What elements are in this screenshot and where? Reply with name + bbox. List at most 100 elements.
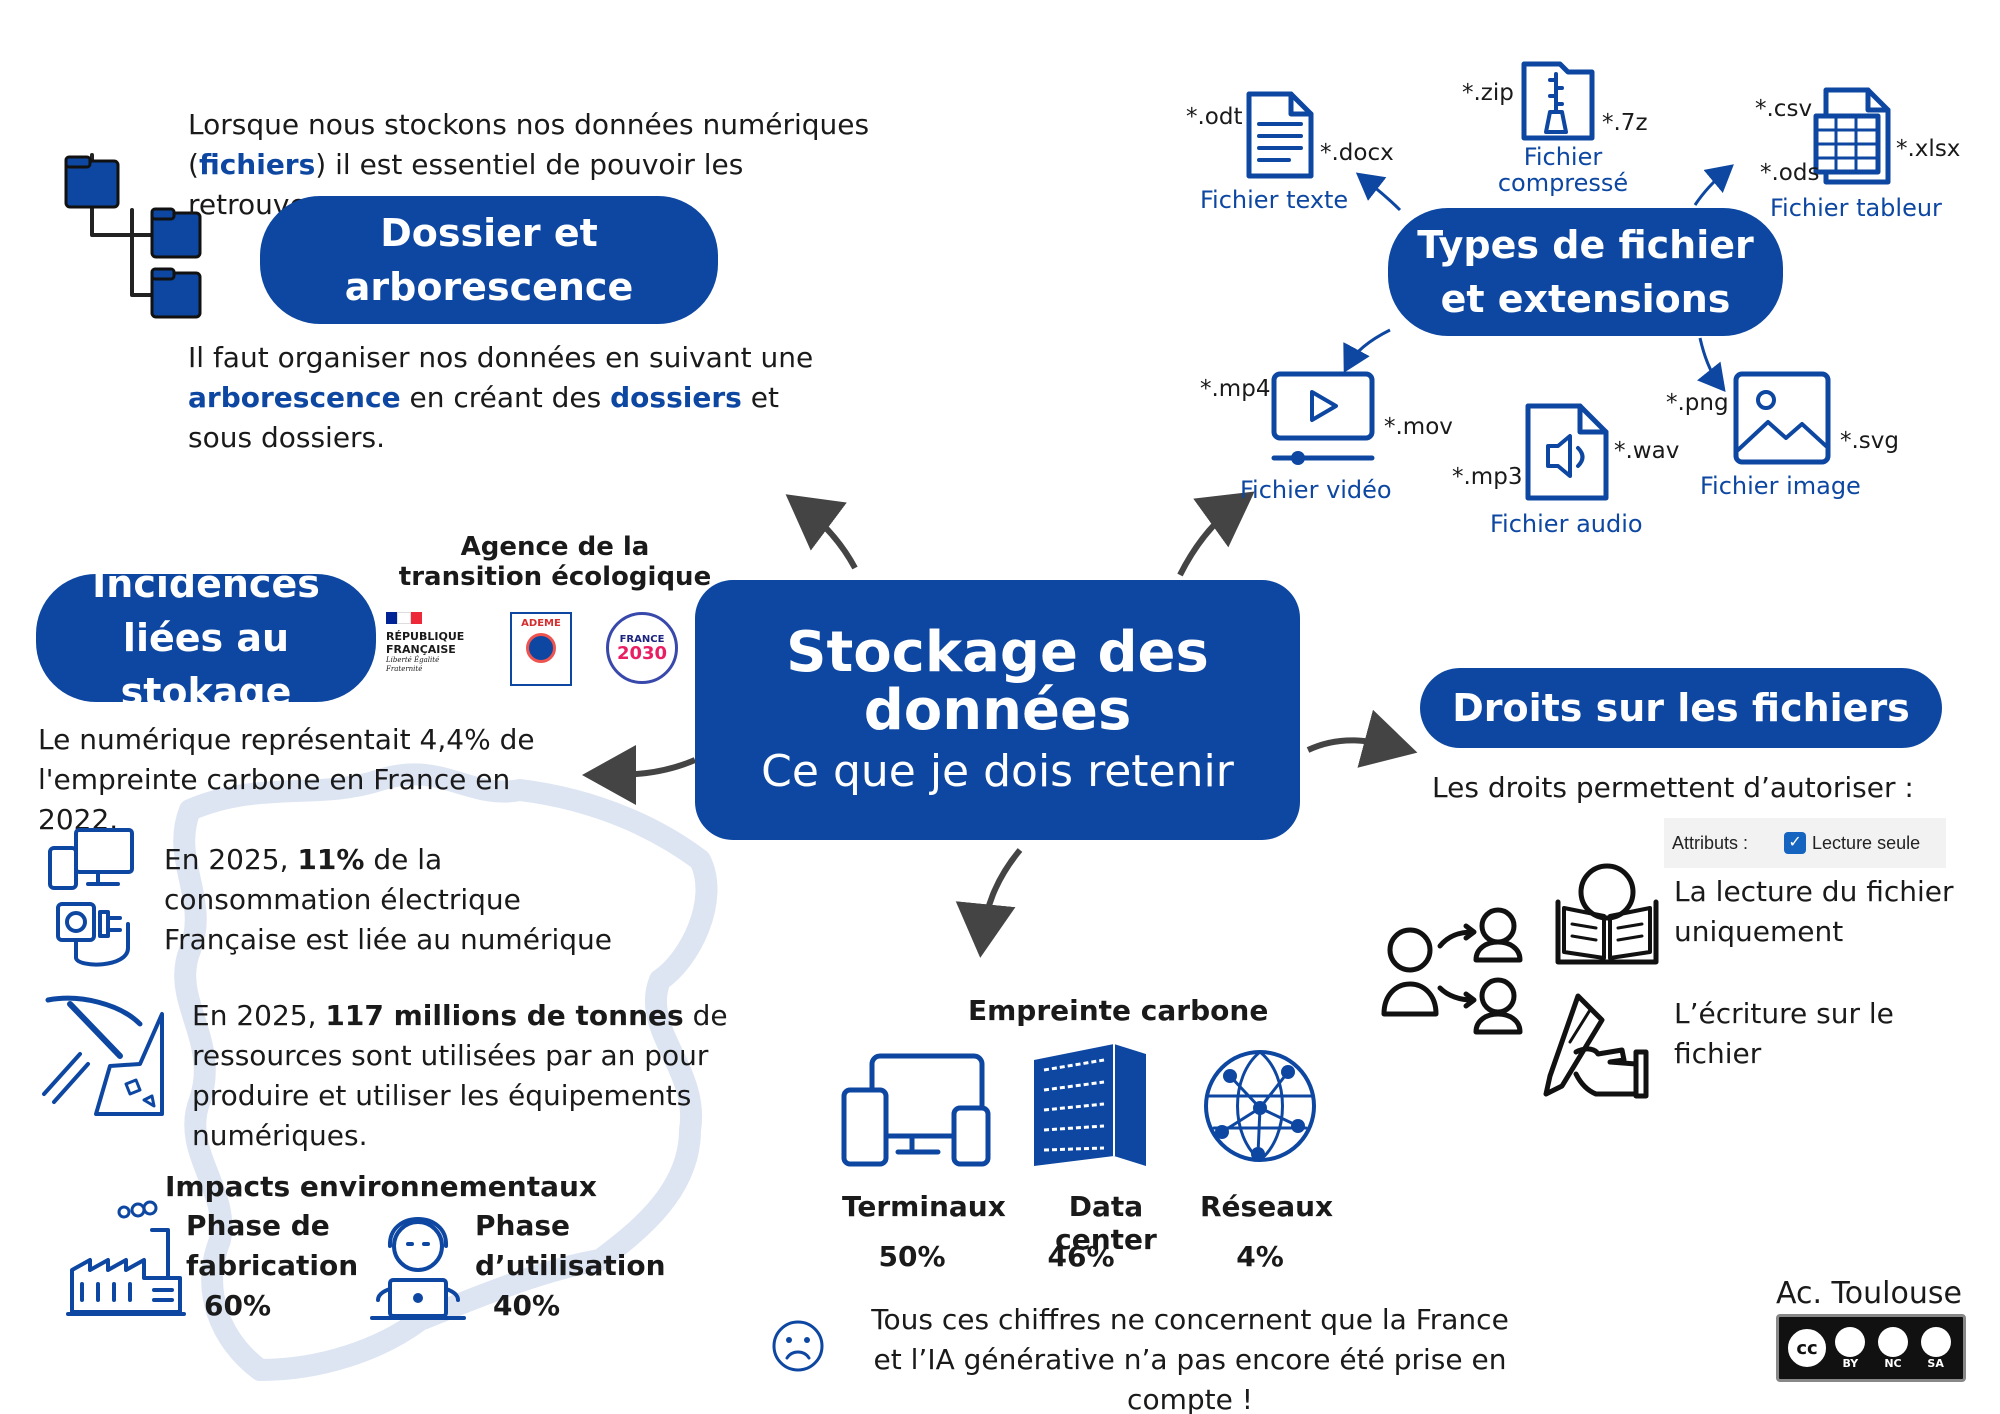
data-center-icon (1034, 1044, 1146, 1166)
checkbox-lecture-seule[interactable]: ✓ (1784, 832, 1807, 854)
mining-pickaxe-icon (42, 995, 164, 1116)
ext-wav: *.wav (1614, 438, 1680, 464)
empreinte-value-reseaux: 4% (1236, 1240, 1284, 1273)
cc-sa: SA (1927, 1356, 1944, 1370)
ext-docx: *.docx (1320, 140, 1394, 166)
dossier-intro: Lorsque nous stockons nos données numéri… (188, 105, 888, 225)
folder-tree-icon (64, 153, 202, 319)
factory-icon (66, 1200, 186, 1316)
droits-ecriture: L’écriture sur le fichier (1674, 997, 1894, 1070)
ext-svg: *.svg (1840, 428, 1900, 454)
ademe-logo: ADEME (510, 612, 572, 686)
label-fichier-tableur: Fichier tableur (1770, 194, 1942, 222)
ressources-a: En 2025, (192, 999, 326, 1032)
empreinte-2022-text: Le numérique représentait 4,4% de l'empr… (38, 723, 535, 836)
terminals-icon (841, 1053, 991, 1167)
france-2030-logo: FRANCE 2030 (606, 612, 678, 684)
empreinte-label-reseaux: Réseaux (1200, 1190, 1334, 1223)
rf-line1: RÉPUBLIQUE (386, 630, 465, 643)
fabrication-l2: fabrication (186, 1249, 359, 1282)
text-file-icon (1246, 91, 1314, 179)
dossier-p3: en créant des (400, 381, 611, 414)
reading-book-icon (1555, 863, 1659, 965)
empreinte-value-terminaux: 50% (878, 1240, 946, 1273)
dossier-arborescence: arborescence (188, 381, 401, 414)
note-line2: et l’IA générative n’a pas encore été pr… (873, 1343, 1507, 1414)
ressources-c: de ressources sont utilisées par an pour… (192, 999, 728, 1152)
conso-pct: 11% (297, 843, 365, 876)
republique-francaise-logo: RÉPUBLIQUE FRANÇAISE Liberté Égalité Fra… (386, 612, 481, 692)
sad-face-icon (772, 1320, 824, 1372)
conso-a: En 2025, (164, 843, 298, 876)
footer-author: Ac. Toulouse (1776, 1276, 1962, 1311)
center-title: Stockage des données (786, 619, 1209, 743)
center-title-box: Stockage des données Ce que je dois rete… (695, 580, 1300, 840)
cc-license-badge: cc BY NC SA (1776, 1314, 1966, 1382)
video-file-icon (1271, 371, 1375, 465)
droits-lecture: La lecture du fichier uniquement (1674, 875, 1954, 948)
fabrication-pct: 60% (204, 1289, 272, 1322)
dossier-title: Dossier et arborescence (260, 196, 718, 324)
dossier-intro-a: Lorsque nous stockons nos données numéri… (188, 108, 870, 181)
label-fichier-image: Fichier image (1700, 472, 1861, 500)
conso-text: En 2025, 11% de la consommation électriq… (164, 840, 644, 960)
fabrication-label: Phase de fabrication 60% (186, 1206, 358, 1326)
cc-nc-icon (1877, 1326, 1908, 1357)
cc-sa-icon (1920, 1326, 1951, 1357)
types-title: Types de fichier et extensions (1388, 208, 1783, 336)
ressources-text: En 2025, 117 millions de tonnes de resso… (192, 996, 832, 1156)
ext-mp3: *.mp3 (1452, 464, 1523, 490)
devices-plug-icon (48, 828, 134, 967)
utilisation-label: Phase d’utilisation 40% (475, 1206, 666, 1326)
dossier-p5: et sous dossiers. (188, 381, 779, 454)
cc-by-icon (1835, 1326, 1866, 1357)
ademe-text: ADEME (521, 618, 561, 629)
rf-motto: Liberté Égalité Fraternité (386, 656, 440, 673)
empreinte-label-datacenter: Data center (1055, 1190, 1157, 1256)
ext-ods: *.ods (1760, 160, 1820, 186)
ext-png: *.png (1666, 390, 1729, 416)
users-share-icon (1381, 907, 1523, 1035)
attributs-panel: Attributs : ✓ Lecture seule (1664, 818, 1946, 868)
dossier-p1: Il faut organiser nos données en suivant… (188, 341, 814, 374)
audio-file-icon (1525, 403, 1609, 501)
utilisation-l2: d’utilisation (475, 1249, 666, 1282)
empreinte-carbone-title: Empreinte carbone (968, 994, 1269, 1027)
droits-intro: Les droits permettent d’autoriser : (1432, 771, 1914, 804)
conso-c: de la consommation électrique Française … (164, 843, 612, 956)
ext-7z: *.7z (1602, 110, 1648, 136)
empreinte-label-terminaux: Terminaux (842, 1190, 1006, 1223)
fabrication-l1: Phase de (186, 1209, 330, 1242)
dossier-body: Il faut organiser nos données en suivant… (188, 338, 828, 458)
droits-title: Droits sur les fichiers (1420, 668, 1942, 748)
france-2030-year: 2030 (616, 642, 668, 664)
rf-line2: FRANÇAISE (386, 643, 456, 656)
ext-xlsx: *.xlsx (1896, 136, 1961, 162)
attributs-label: Attributs : (1672, 832, 1749, 853)
cc-nc: NC (1884, 1356, 1902, 1370)
impacts-title: Impacts environnementaux (165, 1170, 597, 1203)
ext-mov: *.mov (1384, 414, 1453, 440)
spreadsheet-file-icon (1813, 87, 1891, 185)
ext-zip: *.zip (1462, 80, 1514, 106)
france-2030-text: FRANCE (619, 633, 665, 645)
ext-csv: *.csv (1755, 96, 1813, 122)
utilisation-pct: 40% (493, 1289, 561, 1322)
network-globe-icon (1204, 1050, 1316, 1162)
note-line1: Tous ces chiffres ne concernent que la F… (871, 1303, 1509, 1336)
center-subtitle: Ce que je dois retenir (761, 745, 1234, 797)
ext-mp4: *.mp4 (1200, 376, 1271, 402)
zip-file-icon (1521, 61, 1595, 141)
empreinte-note: Tous ces chiffres ne concernent que la F… (820, 1300, 1560, 1414)
ext-odt: *.odt (1186, 104, 1243, 130)
incidences-title: Incidences liées au stokage (36, 562, 376, 714)
cc-logo: cc (1785, 1326, 1829, 1370)
cc-by: BY (1842, 1356, 1859, 1370)
label-fichier-compresse: Fichier compressé (1497, 143, 1629, 197)
label-fichier-video: Fichier vidéo (1240, 476, 1392, 504)
dossier-intro-fichiers: fichiers (198, 148, 316, 181)
label-fichier-audio: Fichier audio (1490, 510, 1643, 538)
label-fichier-texte: Fichier texte (1200, 186, 1349, 214)
